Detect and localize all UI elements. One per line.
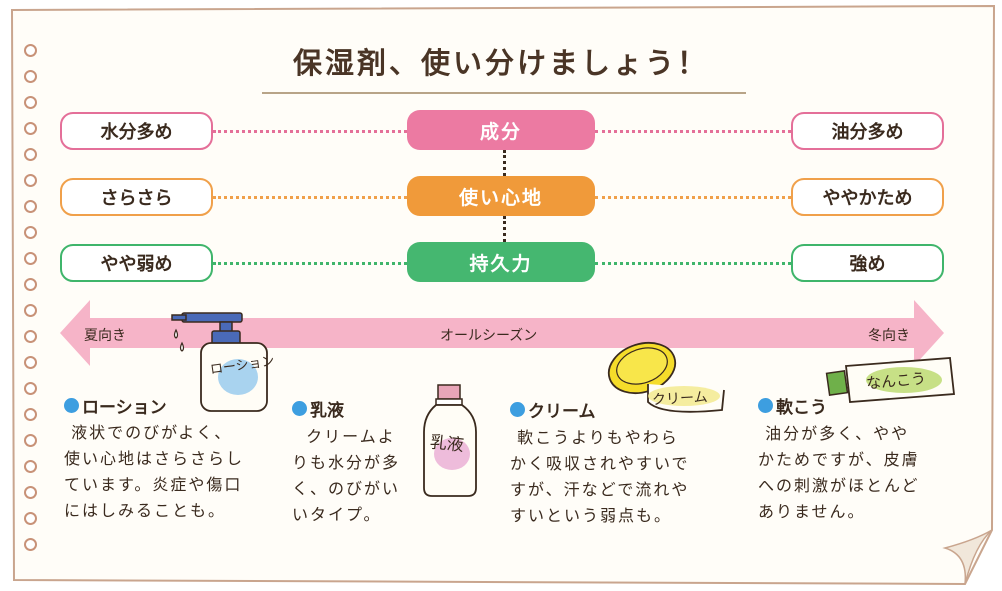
row1-right-label: 油分多め xyxy=(791,112,944,150)
row3-center-label: 持久力 xyxy=(407,242,595,282)
ointment-tube-icon xyxy=(825,357,955,403)
summer-label: 夏向き xyxy=(84,328,126,344)
lotion-heading: ローション xyxy=(64,393,167,418)
vertical-connector xyxy=(503,216,506,242)
row3-right-label: 強め xyxy=(791,244,944,282)
spiral-ring xyxy=(24,44,37,57)
emulsion-name: 乳液 xyxy=(310,401,344,421)
spiral-ring xyxy=(24,512,37,525)
title-underline xyxy=(262,92,746,94)
dotted-connector xyxy=(213,130,407,133)
dotted-connector xyxy=(595,262,791,265)
emulsion-heading: 乳液 xyxy=(292,396,344,421)
ointment-heading: 軟こう xyxy=(758,393,827,418)
lotion-name: ローション xyxy=(82,398,167,418)
dotted-connector xyxy=(595,196,791,199)
bullet-dot-icon xyxy=(64,398,79,413)
row2-right-label: ややかため xyxy=(791,178,944,216)
season-arrow xyxy=(60,300,944,366)
bullet-dot-icon xyxy=(758,398,773,413)
vertical-connector xyxy=(503,150,506,176)
cream-jar-icon xyxy=(607,341,725,413)
spiral-ring xyxy=(24,538,37,551)
spiral-ring xyxy=(24,356,37,369)
row3-left-label: やや弱め xyxy=(60,244,213,282)
cream-jar-label: クリーム xyxy=(651,389,709,409)
spiral-ring xyxy=(24,122,37,135)
dotted-connector xyxy=(213,262,407,265)
row2-left-label: さらさら xyxy=(60,178,213,216)
spiral-ring xyxy=(24,226,37,239)
cream-heading: クリーム xyxy=(510,397,596,422)
spiral-ring xyxy=(24,434,37,447)
dotted-connector xyxy=(213,196,407,199)
all-season-label: オールシーズン xyxy=(440,328,538,344)
spiral-ring xyxy=(24,70,37,83)
row2-center-label: 使い心地 xyxy=(407,176,595,216)
spiral-ring xyxy=(24,278,37,291)
lotion-description: 液状でのびがよく、 使い心地はさらさらし ています。炎症や傷口 にはしみることも… xyxy=(64,423,245,520)
row1-center-label: 成分 xyxy=(407,110,595,150)
emulsion-description: クリームよ りも水分が多 く、のびがい いタイプ。 xyxy=(292,427,401,524)
spiral-ring xyxy=(24,200,37,213)
dotted-connector xyxy=(595,130,791,133)
spiral-ring xyxy=(24,460,37,473)
emulsion-bottle-label: 乳液 xyxy=(428,432,465,456)
bullet-dot-icon xyxy=(510,402,525,417)
spiral-ring xyxy=(24,148,37,161)
spiral-ring xyxy=(24,382,37,395)
ointment-name: 軟こう xyxy=(776,398,827,418)
ointment-description: 油分が多く、やや かためですが、皮膚 への刺激がほとんど ありません。 xyxy=(758,424,920,521)
spiral-ring xyxy=(24,408,37,421)
spiral-ring xyxy=(24,96,37,109)
emulsion-bottle-icon xyxy=(423,384,477,497)
page-title: 保湿剤、使い分けましょう！ xyxy=(292,46,709,80)
spiral-ring xyxy=(24,486,37,499)
spiral-ring xyxy=(24,330,37,343)
row1-left-label: 水分多め xyxy=(60,112,213,150)
spiral-ring xyxy=(24,304,37,317)
spiral-ring xyxy=(24,252,37,265)
spiral-ring xyxy=(24,174,37,187)
winter-label: 冬向き xyxy=(868,328,910,344)
cream-name: クリーム xyxy=(528,402,596,422)
cream-description: 軟こうよりもやわら かく吸収されやすいで すが、汗などで流れや すいという弱点も… xyxy=(510,428,690,525)
bullet-dot-icon xyxy=(292,401,307,416)
lotion-bottle-icon xyxy=(171,312,268,412)
